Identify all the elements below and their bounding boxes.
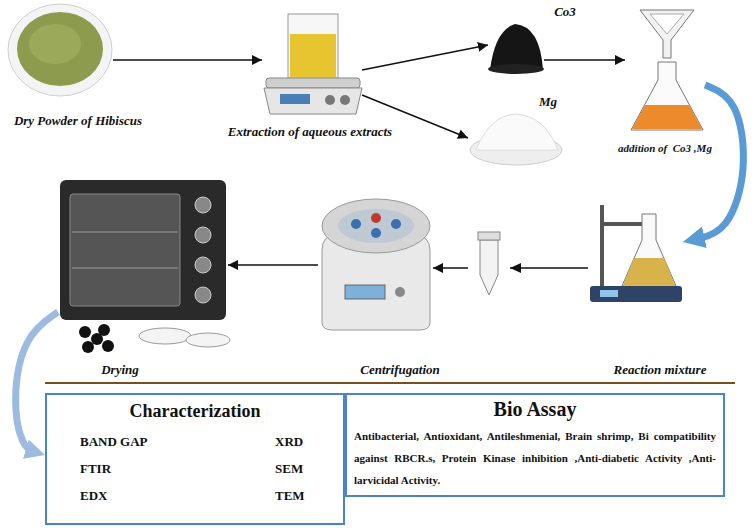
assay-list: Antibacterial, Antioxidant, Antileshmeni…	[347, 425, 723, 495]
powder-bowl: Dry Powder of Hibiscus	[8, 5, 113, 97]
black-powder-base	[488, 64, 544, 74]
stirrer-reaction: Reaction mixture	[588, 200, 683, 305]
step-caption: Dry Powder of Hibiscus	[14, 113, 142, 129]
magnesium-powder: Mg	[468, 112, 563, 167]
bio-assay-box: Bio AssayAntibacterial, Antioxidant, Ant…	[345, 393, 725, 497]
yellow-extract	[290, 34, 336, 77]
green-powder	[17, 12, 103, 86]
white-powder	[476, 114, 558, 150]
stirrer-display	[600, 290, 618, 297]
stand-clamp	[600, 222, 644, 226]
reaction-liquid	[623, 258, 675, 285]
step-caption: Co3	[554, 4, 576, 20]
centrifuge-tube	[480, 240, 498, 295]
oven-knob	[195, 227, 211, 243]
reaction-flask	[622, 214, 676, 286]
hotplate-base	[264, 88, 362, 114]
hotplate-knob	[340, 95, 350, 105]
funnel	[640, 10, 694, 58]
flask	[631, 62, 703, 130]
hotplate-extraction: Extraction of aqueous extracts	[262, 8, 362, 116]
black-bead	[82, 341, 94, 353]
box-heading: Bio Assay	[347, 395, 723, 421]
cobalt-powder: Co3	[488, 22, 544, 74]
technique-item: BAND GAP	[80, 434, 275, 449]
technique-item: EDX	[80, 488, 275, 503]
centrifuge-lid	[322, 199, 430, 253]
centrifuge: Centrifugation	[318, 195, 433, 332]
hotplate-display	[280, 94, 310, 104]
oven-body	[60, 180, 226, 320]
black-bead	[79, 326, 91, 338]
flow-arrow	[362, 45, 488, 70]
rotor-slot	[351, 219, 361, 229]
funnel-flask: addition of Co3 ,Mg	[625, 5, 705, 135]
beaker	[288, 14, 338, 78]
hotplate-knob	[325, 95, 335, 105]
technique-grid: BAND GAPXRDFTIRSEMEDXTEM	[47, 434, 343, 511]
oven-knob	[195, 197, 211, 213]
step-caption: Mg	[539, 94, 557, 110]
powder-highlight	[29, 24, 81, 64]
oven-window	[70, 194, 180, 306]
step-caption: Extraction of aqueous extracts	[228, 124, 392, 140]
tube-cap	[478, 232, 500, 240]
centrifuge-display	[345, 285, 385, 299]
oven-knob	[195, 287, 211, 303]
oven-rack	[72, 232, 178, 233]
black-powder	[490, 24, 543, 70]
rotor-slot	[371, 213, 381, 223]
characterization-box: CharacterizationBAND GAPXRDFTIRSEMEDXTEM	[45, 393, 345, 525]
drying-oven: Drying	[58, 178, 228, 323]
divider-line	[45, 382, 735, 384]
flow-arrow	[113, 59, 262, 61]
curved-arrow	[695, 85, 744, 239]
oven-knob	[195, 257, 211, 273]
orange-mixture	[632, 105, 702, 129]
technique-item: TEM	[275, 488, 343, 503]
technique-item: XRD	[275, 434, 343, 449]
black-bead	[98, 324, 110, 336]
technique-item: SEM	[275, 461, 343, 476]
centrifuge-button	[395, 287, 405, 297]
petri-dish	[186, 333, 230, 347]
hot-plate	[266, 78, 360, 88]
flow-arrow	[544, 59, 625, 61]
petri-dish	[139, 328, 191, 344]
centrifuge-rotor	[338, 209, 414, 243]
step-caption: addition of Co3 ,Mg	[618, 142, 712, 155]
step-caption: Reaction mixture	[614, 362, 707, 378]
oven-rack	[72, 268, 178, 269]
rotor-slot	[371, 228, 381, 238]
box-heading: Characterization	[47, 395, 343, 422]
stand-rod	[600, 205, 604, 290]
arrow-head	[510, 263, 521, 273]
rotor-slot	[391, 219, 401, 229]
black-bead	[102, 340, 114, 352]
technique-item: FTIR	[80, 461, 275, 476]
step-caption: Drying	[101, 362, 139, 378]
stirrer-base	[590, 286, 682, 302]
step-caption: Centrifugation	[360, 362, 439, 378]
bowl	[8, 4, 112, 96]
filter-paper	[650, 14, 684, 34]
tube-backing	[468, 224, 510, 302]
flow-arrow	[228, 264, 318, 266]
